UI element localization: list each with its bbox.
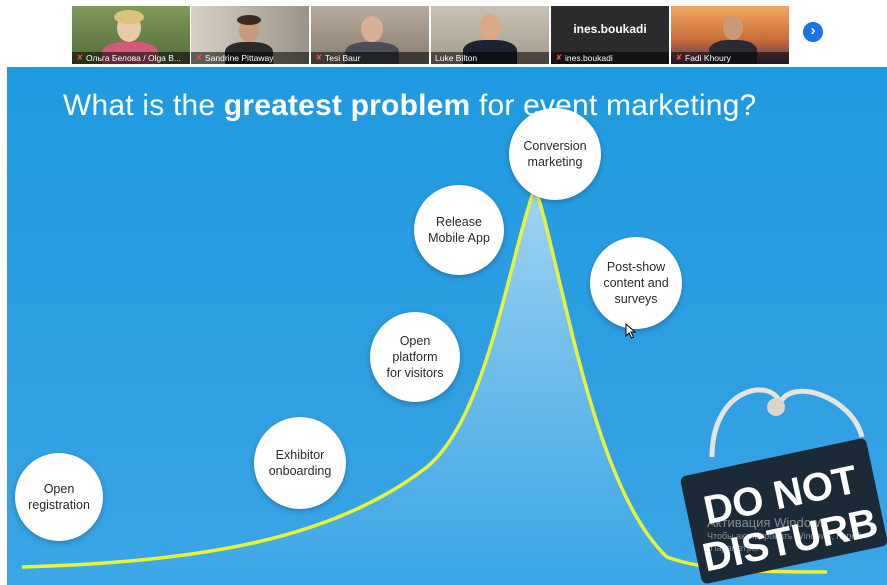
mic-muted-icon: ✘ (675, 53, 683, 62)
bubble-line: Open (43, 482, 75, 496)
participant-name: Ольга Белова / Olga B... (86, 53, 182, 63)
participant-name: Sandrine Pittaway (205, 53, 274, 63)
mic-muted-icon: ✘ (555, 53, 563, 62)
sign-knot (767, 398, 785, 416)
curve-fill (22, 187, 827, 585)
participant-tile[interactable]: ✘ Ольга Белова / Olga B... (72, 6, 190, 64)
slide-title: What is the greatest problem for event m… (63, 89, 756, 123)
participant-tile[interactable]: ✘ Tesi Baur (311, 6, 429, 64)
mic-muted-icon: ✘ (315, 53, 323, 62)
curve-line (21, 181, 828, 574)
bubble-line: marketing (527, 155, 583, 169)
participant-face (361, 16, 383, 42)
participant-tile[interactable]: ✘ Sandrine Pittaway (191, 6, 309, 64)
participant-strip: ✘ Ольга Белова / Olga B... ✘ Sandrine Pi… (0, 0, 887, 67)
participant-hair (237, 15, 261, 25)
bubble-open-platform: Open platform for visitors (370, 312, 460, 402)
bubble-line: Conversion (523, 139, 587, 153)
slide-title-start: What is the (63, 89, 224, 122)
mic-muted-icon: ✘ (76, 53, 84, 62)
slide-title-emphasis: greatest problem (223, 89, 471, 122)
participant-display-name: ines.boukadi (573, 22, 647, 36)
participant-tile[interactable]: Luke Bilton (431, 6, 549, 64)
bubble-exhibitor-onboarding: Exhibitor onboarding (254, 417, 346, 509)
watermark-text: Чтобы активировать Windows, перей (707, 531, 862, 541)
bubble-line: content and (603, 276, 669, 290)
bubble-open-registration: Open registration (15, 453, 103, 541)
slide-title-end: for event marketing? (470, 89, 757, 122)
participant-name: Luke Bilton (435, 53, 478, 63)
participant-face (723, 16, 743, 40)
participant-tile[interactable]: ines.boukadi ✘ ines.boukadi (551, 6, 669, 64)
participant-name-bar: ✘ Ольга Белова / Olga B... (72, 52, 190, 64)
bubble-line: onboarding (268, 464, 332, 478)
watermark-title: Активация Windows (707, 515, 827, 530)
chevron-right-icon[interactable]: › (801, 20, 825, 44)
bubble-line: Release (436, 215, 482, 229)
participant-name-bar: ✘ Fadi Khoury (671, 52, 789, 64)
bubble-line: for visitors (386, 366, 444, 380)
participant-name-bar: Luke Bilton (431, 52, 549, 64)
participant-tile[interactable]: ✘ Fadi Khoury (671, 6, 789, 64)
mic-muted-icon: ✘ (195, 53, 203, 62)
participant-name-bar: ✘ Tesi Baur (311, 52, 429, 64)
watermark-text: "Параметры". (707, 543, 764, 553)
participant-name-bar: ✘ ines.boukadi (551, 52, 669, 64)
demand-curve (21, 181, 828, 585)
participant-name-bar: ✘ Sandrine Pittaway (191, 52, 309, 64)
mouse-cursor-icon (625, 323, 637, 339)
participant-hair (114, 10, 144, 24)
do-not-disturb-sign: DO NOT DISTURB (680, 387, 887, 584)
bubble-line: surveys (614, 292, 658, 306)
bubble-conversion-marketing: Conversion marketing (509, 108, 601, 200)
participant-face (479, 14, 501, 40)
bubble-line: Exhibitor (275, 448, 325, 462)
participant-name: ines.boukadi (565, 53, 613, 63)
bubble-line: Post-show (606, 260, 666, 274)
sign-board (680, 438, 887, 584)
bubble-post-show: Post-show content and surveys (590, 237, 682, 329)
participant-name: Tesi Baur (325, 53, 361, 63)
participant-name: Fadi Khoury (685, 53, 731, 63)
presentation-slide: What is the greatest problem for event m… (7, 67, 887, 585)
bubble-line: registration (28, 498, 90, 512)
bubble-line: Mobile App (428, 231, 490, 245)
bubble-line: Open platform (392, 334, 438, 364)
